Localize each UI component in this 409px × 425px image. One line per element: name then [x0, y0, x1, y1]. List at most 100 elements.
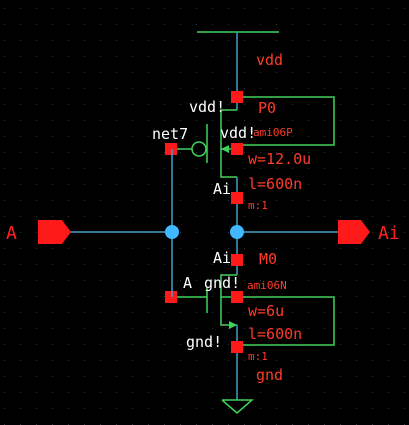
grid-dot	[340, 264, 341, 265]
grid-dot	[148, 40, 149, 41]
grid-dot	[324, 360, 325, 361]
grid-dot	[180, 8, 181, 9]
grid-dot	[100, 72, 101, 73]
grid-dot	[164, 248, 165, 249]
grid-dot	[100, 200, 101, 201]
nmos-bulk-net-label: gnd!	[204, 274, 240, 292]
grid-dot	[84, 104, 85, 105]
grid-dot	[132, 24, 133, 25]
grid-dot	[276, 408, 277, 409]
grid-dots	[4, 8, 405, 425]
grid-dot	[212, 56, 213, 57]
grid-dot	[244, 72, 245, 73]
grid-dot	[68, 360, 69, 361]
nmos-transistor[interactable]: Ai A gnd! gnd! M0 ami06N w=6u l=600n m:1	[165, 232, 335, 400]
grid-dot	[148, 24, 149, 25]
grid-dot	[340, 56, 341, 57]
grid-dot	[372, 8, 373, 9]
grid-dot	[356, 376, 357, 377]
grid-dot	[180, 24, 181, 25]
pmos-source-net-label: vdd!	[189, 98, 225, 116]
grid-dot	[324, 72, 325, 73]
grid-dot	[388, 392, 389, 393]
grid-dot	[324, 120, 325, 121]
grid-dot	[164, 24, 165, 25]
junction-input	[165, 225, 179, 239]
grid-dot	[4, 232, 5, 233]
grid-dot	[68, 280, 69, 281]
output-pin-Ai[interactable]: Ai	[237, 220, 400, 244]
input-pin-A[interactable]: A	[6, 220, 172, 244]
grid-dot	[228, 392, 229, 393]
supply-vdd[interactable]: vdd	[197, 31, 283, 97]
nmos-pin-source	[231, 341, 243, 353]
grid-dot	[244, 408, 245, 409]
grid-dot	[372, 200, 373, 201]
grid-dot	[212, 264, 213, 265]
grid-dot	[84, 312, 85, 313]
grid-dot	[260, 408, 261, 409]
grid-dot	[260, 328, 261, 329]
supply-gnd[interactable]: gnd	[221, 366, 283, 414]
grid-dot	[372, 104, 373, 105]
grid-dot	[196, 152, 197, 153]
grid-dot	[4, 328, 5, 329]
grid-dot	[68, 104, 69, 105]
grid-dot	[340, 216, 341, 217]
grid-dot	[4, 120, 5, 121]
pmos-transistor[interactable]: vdd! net7 vdd! Ai P0 ami06P w=12.0u l=60…	[152, 91, 335, 232]
grid-dot	[292, 216, 293, 217]
grid-dot	[196, 344, 197, 345]
grid-dot	[116, 72, 117, 73]
grid-dot	[68, 88, 69, 89]
grid-dot	[100, 328, 101, 329]
grid-dot	[372, 168, 373, 169]
input-pin-label: A	[6, 223, 17, 244]
grid-dot	[404, 408, 405, 409]
grid-dot	[84, 376, 85, 377]
grid-dot	[20, 104, 21, 105]
grid-dot	[100, 376, 101, 377]
grid-dot	[84, 408, 85, 409]
grid-dot	[356, 264, 357, 265]
grid-dot	[340, 344, 341, 345]
grid-dot	[244, 104, 245, 105]
grid-dot	[20, 72, 21, 73]
grid-dot	[404, 8, 405, 9]
grid-dot	[260, 168, 261, 169]
grid-dot	[196, 376, 197, 377]
grid-dot	[244, 328, 245, 329]
grid-dot	[68, 216, 69, 217]
grid-dot	[100, 296, 101, 297]
grid-dot	[388, 264, 389, 265]
pmos-gate-net-label: net7	[152, 125, 188, 143]
grid-dot	[116, 8, 117, 9]
grid-dot	[212, 88, 213, 89]
grid-dot	[324, 200, 325, 201]
grid-dot	[20, 152, 21, 153]
grid-dot	[388, 328, 389, 329]
grid-dot	[372, 152, 373, 153]
grid-dot	[292, 88, 293, 89]
grid-dot	[260, 8, 261, 9]
grid-dot	[324, 88, 325, 89]
grid-dot	[324, 136, 325, 137]
grid-dot	[404, 56, 405, 57]
grid-dot	[308, 312, 309, 313]
nmos-selection-box	[243, 296, 335, 346]
grid-dot	[228, 136, 229, 137]
grid-dot	[196, 168, 197, 169]
grid-dot	[180, 120, 181, 121]
grid-dot	[324, 328, 325, 329]
grid-dot	[292, 280, 293, 281]
grid-dot	[324, 392, 325, 393]
grid-dot	[116, 392, 117, 393]
grid-dot	[148, 216, 149, 217]
grid-dot	[404, 184, 405, 185]
grid-dot	[100, 392, 101, 393]
grid-dot	[20, 248, 21, 249]
grid-dot	[196, 184, 197, 185]
grid-dot	[116, 152, 117, 153]
grid-dot	[356, 408, 357, 409]
